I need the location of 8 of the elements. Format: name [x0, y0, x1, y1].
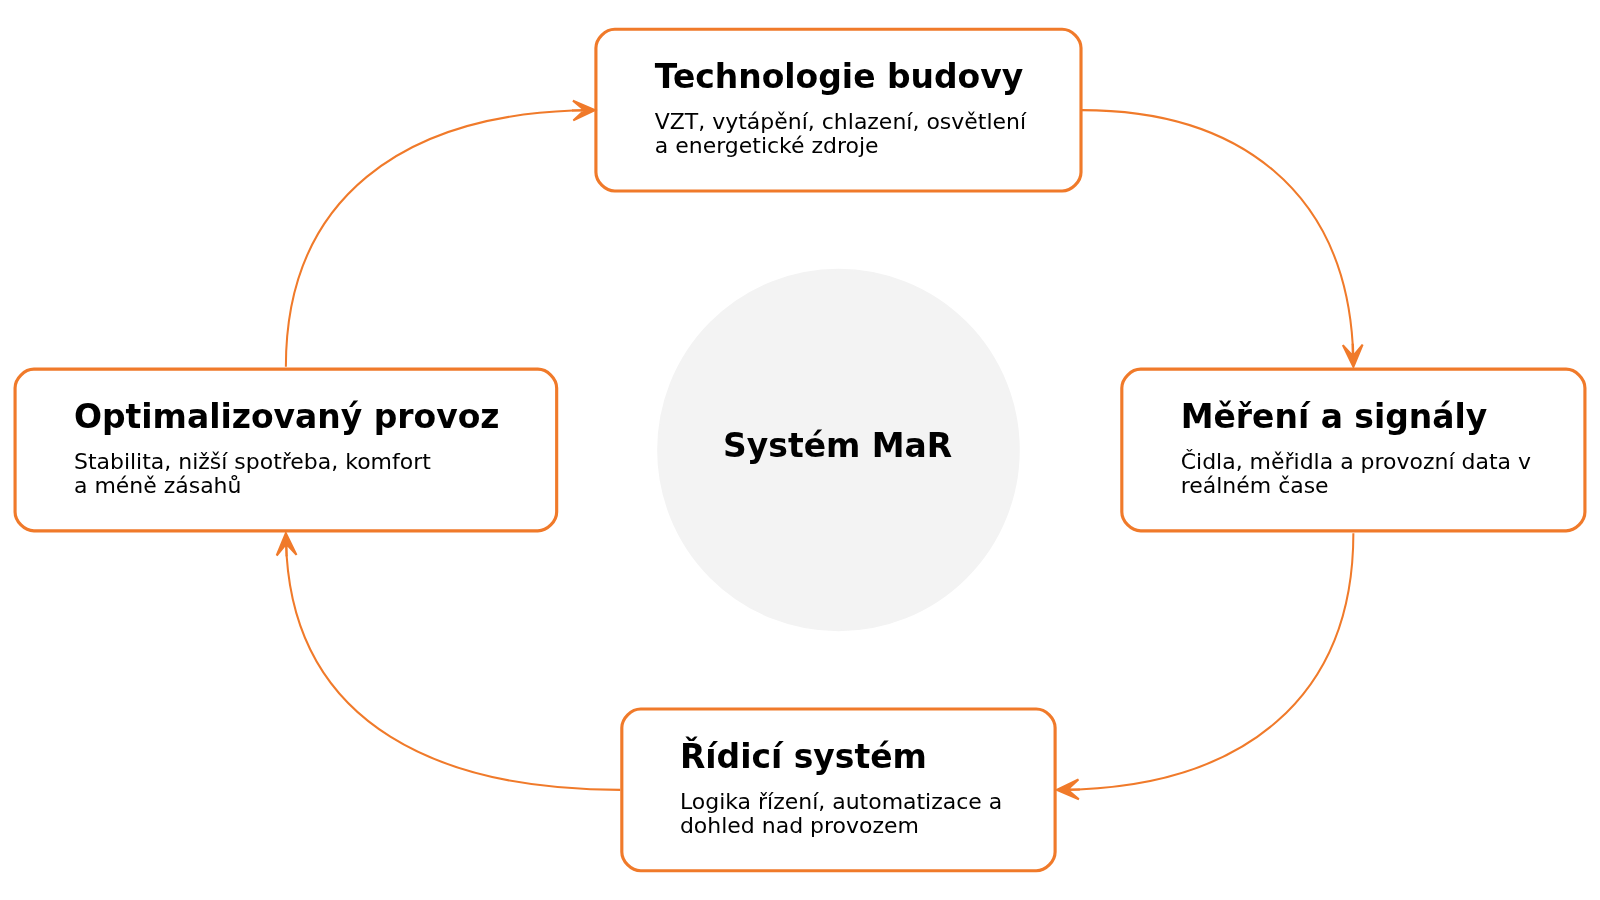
arrow — [284, 99, 597, 367]
node-box: Optimalizovaný provoz Stabilita, nižší spotřeba, komfort a méně zásahů — [13, 367, 559, 533]
node-box: Technologie budovy VZT, vytápění, chlazení, osvětlení a energetické zdroje — [594, 27, 1083, 193]
node-box: Řídicí systém Logika řízení, automatizace a dohled nad provozem — [620, 707, 1057, 873]
arrow — [1081, 109, 1364, 368]
arrow — [275, 532, 621, 791]
arrow — [1055, 533, 1355, 801]
node-box: Měření a signály Čidla, měřidla a provozní data v reálném čase — [1120, 367, 1587, 533]
